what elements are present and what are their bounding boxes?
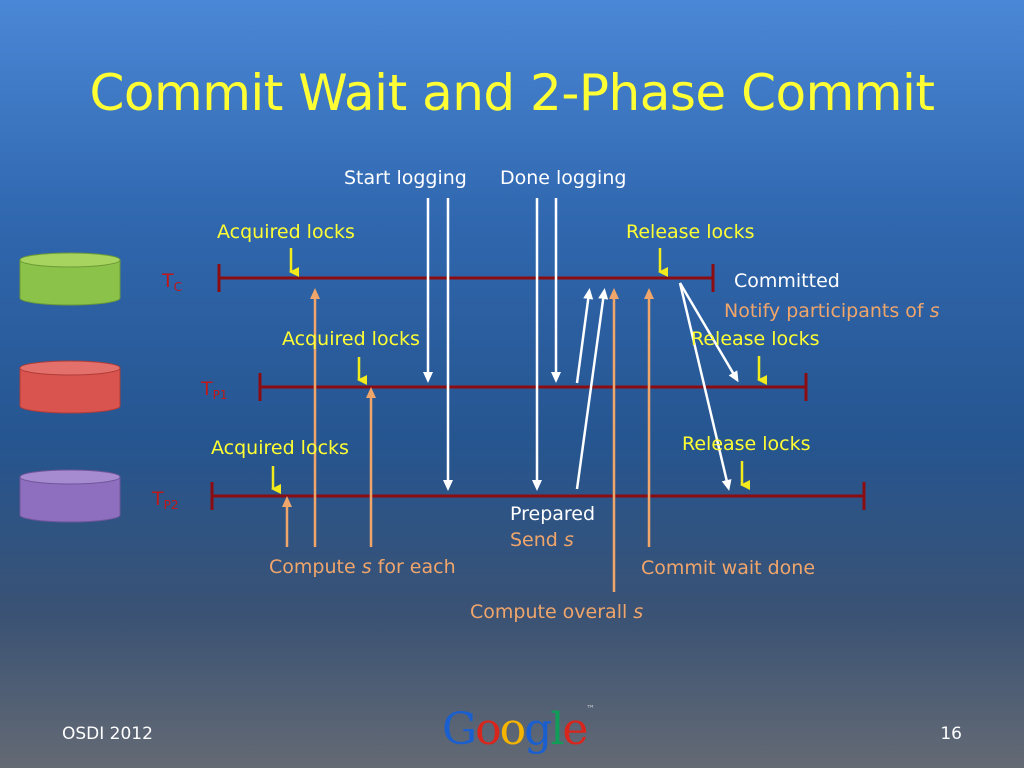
logo-letter-g: G: [442, 704, 477, 755]
logo-letter-e: e: [562, 704, 588, 755]
label-committed: Committed: [734, 270, 840, 292]
timeline-tp2: [210, 482, 866, 510]
label-acquired-locks-tc: Acquired locks: [217, 221, 355, 243]
label-compute-overall-s: Compute overall s: [470, 601, 644, 623]
logo-letter-o1: o: [475, 704, 501, 755]
database-icon-tp1: [19, 360, 121, 414]
label-commit-wait-done: Commit wait done: [641, 557, 816, 579]
white-arrow-notify-p1: [678, 282, 739, 383]
timeline-tp1: [258, 373, 808, 401]
label-start-logging: Start logging: [344, 167, 467, 189]
page-number: 16: [940, 724, 962, 744]
white-arrow-prepared-p2: [575, 288, 609, 490]
timeline-label-tp2: TP2: [152, 488, 179, 512]
logo-letter-o2: o: [499, 704, 526, 755]
label-compute-s-for-each: Compute s for each: [269, 556, 456, 578]
google-logo: Google™: [442, 704, 594, 755]
white-arrow-prepared-p1: [575, 288, 594, 384]
white-arrow-notify-p2: [678, 282, 732, 491]
label-release-locks-tp1: Release locks: [691, 328, 820, 350]
footer-venue: OSDI 2012: [62, 724, 153, 744]
database-icon-tc: [19, 252, 121, 306]
label-acquired-locks-tp1: Acquired locks: [282, 328, 420, 350]
timeline-label-tp1: TP1: [201, 378, 228, 402]
timeline-label-tc: TC: [162, 270, 182, 294]
label-send-s: Send s: [510, 529, 574, 551]
label-release-locks-tp2: Release locks: [682, 433, 811, 455]
label-notify-participants: Notify participants of s: [724, 300, 940, 322]
logo-letter-g2: g: [524, 704, 552, 755]
label-done-logging: Done logging: [500, 167, 627, 189]
label-release-locks-tc: Release locks: [626, 221, 755, 243]
database-icon-tp2: [19, 469, 121, 523]
timeline-tc: [217, 264, 715, 292]
label-acquired-locks-tp2: Acquired locks: [211, 437, 349, 459]
label-prepared: Prepared: [510, 503, 596, 525]
logo-letter-l: l: [550, 704, 564, 755]
slide-title: Commit Wait and 2-Phase Commit: [89, 64, 936, 122]
logo-trademark: ™: [586, 704, 595, 713]
